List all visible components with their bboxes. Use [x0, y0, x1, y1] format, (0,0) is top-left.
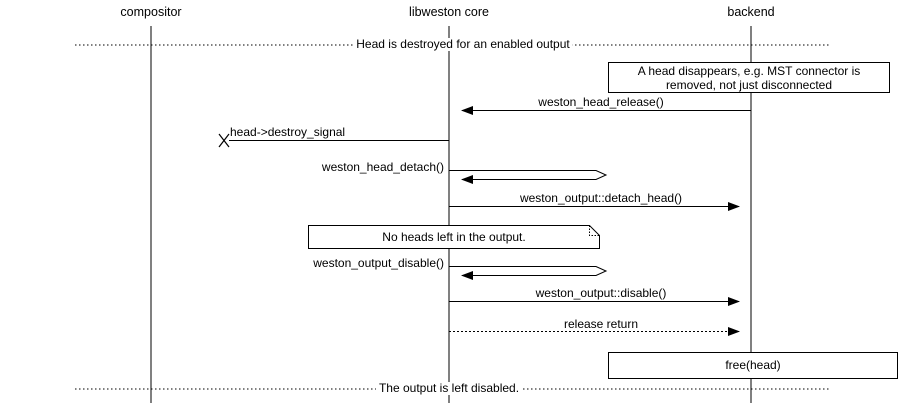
message-label-weston-head-release: weston_head_release() — [538, 95, 664, 109]
message-label-release-return: release return — [563, 317, 639, 331]
note-head-disappears-text: A head disappears, e.g. MST connector is… — [608, 64, 890, 92]
note-free-head-box — [608, 352, 898, 379]
note-no-heads-left-text: No heads left in the output. — [382, 230, 526, 244]
message-weston-output-disable-call — [449, 266, 608, 280]
message-head-destroy-signal — [218, 133, 449, 148]
divider-label-bottom: The output is left disabled. — [375, 382, 523, 395]
note-head-disappears-line1: A head disappears, e.g. MST connector is — [637, 64, 861, 78]
note-free-head-text: free(head) — [725, 358, 781, 372]
divider-label-top: Head is destroyed for an enabled output — [353, 38, 573, 51]
note-head-disappears-box — [608, 62, 890, 93]
message-label-weston-head-detach: weston_head_detach() — [321, 160, 444, 174]
actor-label-libweston-core: libweston core — [409, 5, 489, 19]
message-label-head-destroy-signal: head->destroy_signal — [230, 125, 346, 139]
message-label-weston-output-detach-head: weston_output::detach_head() — [519, 191, 683, 205]
message-label-weston-output-disable-call: weston_output_disable() — [313, 256, 444, 270]
actor-label-compositor: compositor — [120, 5, 182, 19]
message-weston-head-detach — [449, 170, 608, 184]
actor-label-backend: backend — [727, 5, 775, 19]
note-head-disappears-line2: removed, not just disconnected — [665, 78, 833, 92]
note-no-heads-left-box — [308, 225, 600, 249]
message-label-weston-output-disable: weston_output::disable() — [535, 286, 667, 300]
